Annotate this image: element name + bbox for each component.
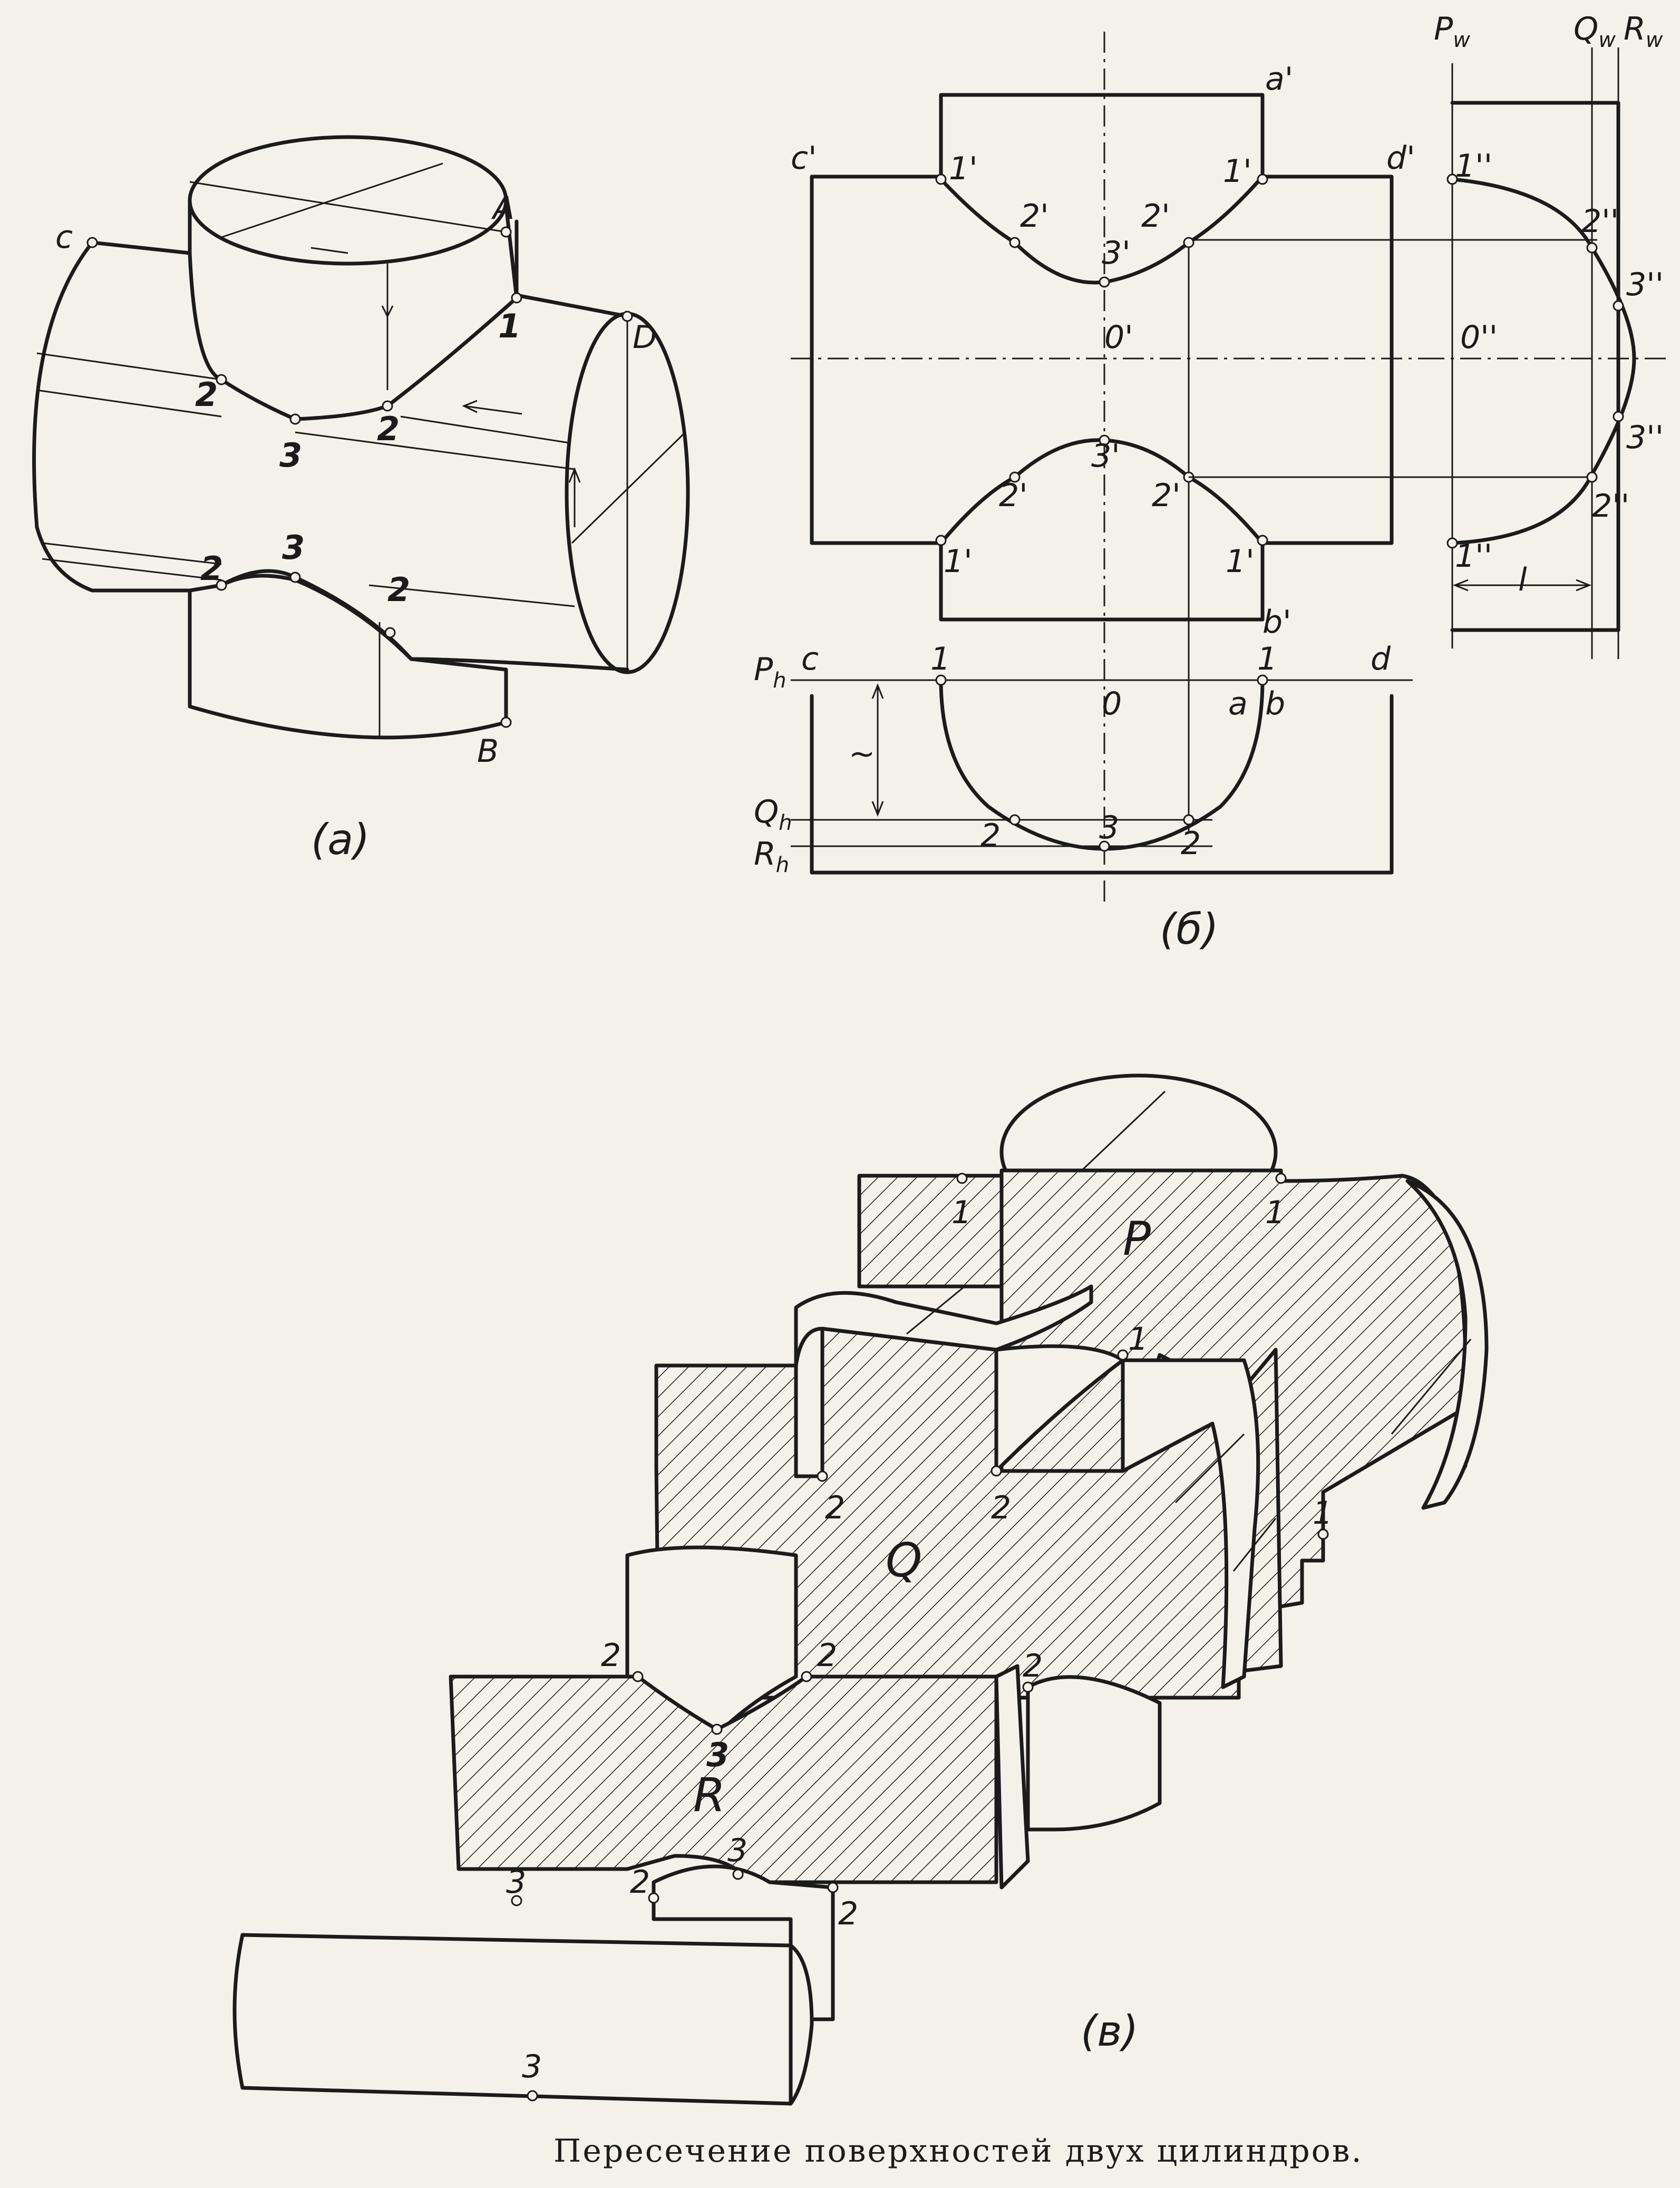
label-a-prime: a'	[1265, 61, 1293, 98]
label-plane-R: R	[693, 1768, 725, 1822]
lower-cylinder-outline	[188, 574, 508, 740]
label-1-prime-right: 1'	[1223, 153, 1252, 190]
label-tilde: ~	[849, 735, 875, 772]
label-Ph: Ph	[754, 651, 786, 693]
section-slab-Q: 2 2 1 Q	[654, 1284, 1283, 1700]
label-c-plan: c	[801, 641, 819, 677]
label-2-dprime-top: 2''	[1581, 203, 1619, 240]
label-1-plan-left: 1	[930, 641, 950, 677]
label-2-R-left: 2	[601, 1637, 621, 1674]
label-2-R-right: 2	[817, 1637, 837, 1674]
label-1-prime-left: 1'	[949, 150, 978, 187]
label-3-bottom-lower: 3	[522, 2048, 542, 2085]
label-3-prime-top: 3'	[1102, 235, 1131, 272]
point-1	[511, 292, 522, 304]
point-B	[500, 717, 512, 728]
label-b-plan: b	[1265, 685, 1285, 722]
label-2-lower-right: 2	[387, 570, 410, 609]
horizontal-cylinder-outline	[32, 240, 629, 672]
point-2-left	[216, 374, 227, 385]
front-view-outline	[810, 93, 1394, 622]
top-cylinder-ellipse-A	[188, 135, 508, 266]
label-3-lower: 3	[282, 528, 305, 567]
label-d-prime: d'	[1386, 140, 1415, 177]
subfigure-label-c: (в)	[1081, 2007, 1139, 2056]
label-2-bottom-right: 2	[838, 1895, 858, 1932]
label-2-bottom-left: 2	[630, 1864, 650, 1901]
label-l: l	[1518, 561, 1527, 598]
label-3: 3	[279, 436, 302, 475]
label-2-dprime-bottom: 2''	[1592, 488, 1629, 525]
label-2-prime-lower-left: 2'	[999, 477, 1028, 514]
label-1-Q-top: 1	[1128, 1321, 1148, 1358]
label-2-Q-right: 2	[991, 1489, 1011, 1526]
label-plane-P: P	[1123, 1212, 1151, 1266]
point-D	[621, 311, 633, 322]
label-2-left: 2	[195, 375, 218, 414]
figure-caption: Пересечение поверхностей двух цилиндров.	[553, 2133, 1363, 2170]
label-2-R-far: 2	[1023, 1648, 1043, 1684]
label-D: D	[633, 319, 657, 356]
label-2-Q-left: 2	[825, 1489, 845, 1526]
label-1-plan-right: 1	[1257, 641, 1277, 677]
label-B: B	[477, 733, 499, 770]
label-2-right: 2	[377, 410, 400, 448]
point-2-right	[382, 400, 393, 412]
label-plane-Q: Q	[886, 1533, 922, 1587]
label-0-prime: 0'	[1104, 319, 1133, 356]
bottom-piece: 3 3 2 2 3	[232, 1832, 858, 2106]
label-1-prime-lower-right: 1'	[1226, 543, 1255, 580]
point-3	[289, 413, 301, 425]
label-3-R: 3	[706, 1736, 729, 1774]
point-2-lower-right	[384, 627, 396, 638]
label-2-plan-left: 2	[980, 817, 1001, 854]
label-3-bottom-top: 3	[727, 1832, 747, 1869]
label-c-prime: c'	[791, 140, 817, 177]
subfigure-label-b: (б)	[1160, 905, 1219, 954]
label-3-bottom-left: 3	[506, 1864, 526, 1901]
label-2-prime-left: 2'	[1020, 198, 1049, 235]
label-d-plan: d	[1371, 641, 1391, 677]
view-b-orthographic: a' c' d' b' 1' 1' 2' 2' 3' 0' 3' 2' 2' 1…	[754, 11, 1671, 954]
label-1: 1	[498, 307, 521, 345]
label-3-plan: 3	[1099, 809, 1119, 846]
point-2-lower-left	[216, 579, 227, 591]
label-1-dprime-top: 1''	[1455, 148, 1492, 185]
label-Qh: Qh	[754, 793, 792, 835]
label-Qw: Qw	[1574, 11, 1616, 52]
section-slab-R: 2 2 2 3 R	[449, 1545, 1162, 1890]
label-3-prime-bottom: 3'	[1091, 438, 1120, 475]
label-2-prime-lower-right: 2'	[1152, 477, 1181, 514]
point-3-lower	[289, 572, 301, 583]
label-Rw: Rw	[1624, 11, 1663, 52]
label-a-plan: a	[1228, 685, 1248, 722]
point-A	[500, 226, 512, 238]
label-b-prime: b'	[1263, 604, 1291, 641]
label-1-dprime-bottom: 1''	[1455, 538, 1492, 575]
label-Rh: Rh	[754, 836, 789, 877]
label-1-P-right: 1	[1265, 1194, 1285, 1231]
label-0-dprime: 0''	[1460, 319, 1498, 356]
subfigure-label-a: (а)	[311, 815, 370, 864]
view-c-exploded-sections: 1 1 1 P 2 2 1 Q	[232, 1073, 1489, 2106]
label-3-dprime-bottom: 3''	[1626, 419, 1664, 456]
label-Pw: Pw	[1434, 11, 1470, 52]
label-1-prime-lower-left: 1'	[944, 543, 973, 580]
point-c	[86, 237, 98, 248]
label-c: c	[55, 219, 73, 256]
label-3-dprime-top: 3''	[1626, 266, 1664, 303]
label-0-plan: 0	[1102, 685, 1122, 722]
view-a-points	[86, 226, 633, 728]
label-1-P-left: 1	[951, 1194, 972, 1231]
label-2-lower-left: 2	[200, 549, 223, 588]
label-2-prime-right: 2'	[1141, 198, 1170, 235]
view-a-axonometric: c A 1 D 2 3 2 2 3 2 B (а)	[32, 135, 690, 864]
label-1-P-lower: 1	[1313, 1495, 1333, 1532]
label-A: A	[491, 190, 514, 227]
label-2-plan-right: 2	[1181, 825, 1201, 862]
